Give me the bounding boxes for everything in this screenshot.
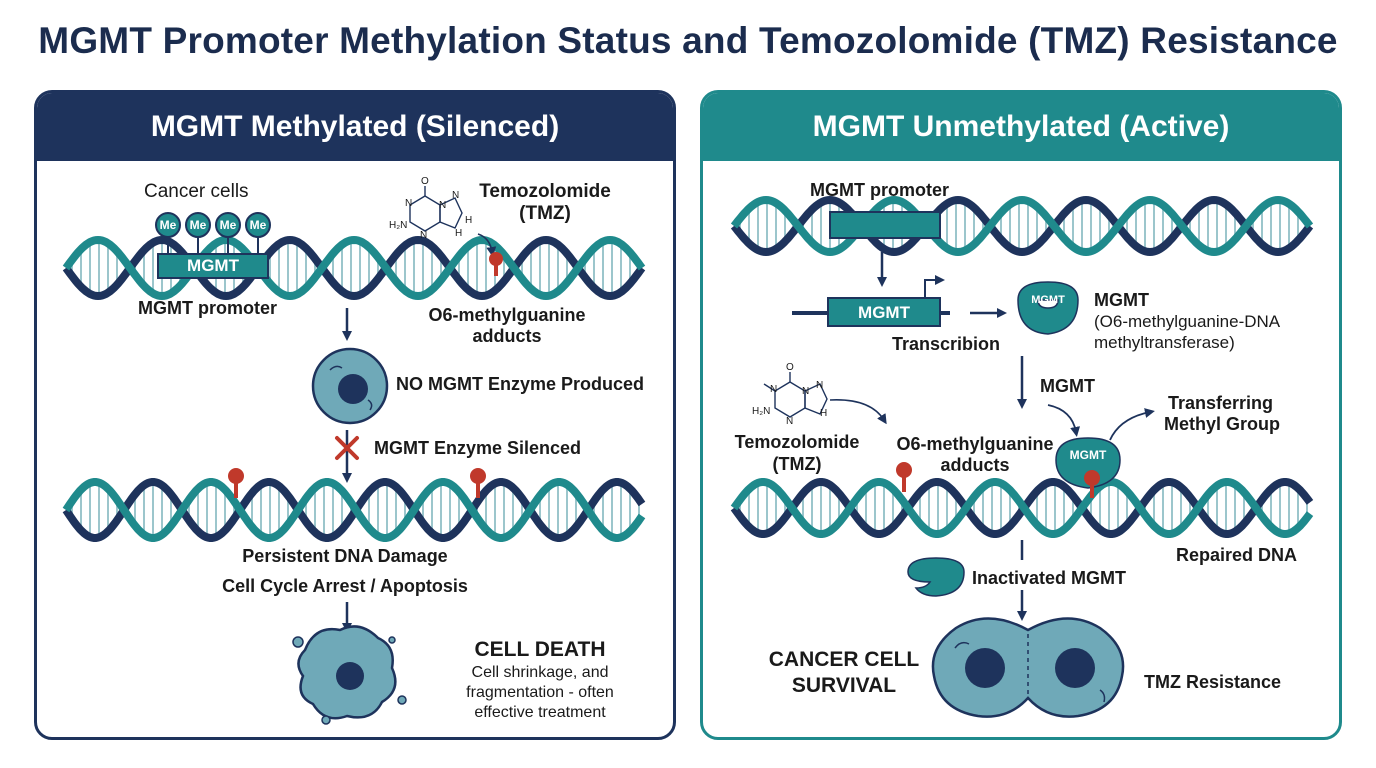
enzyme-desc-2: methyltransferase) <box>1094 333 1235 352</box>
right-gene-box-label: MGMT <box>858 303 910 322</box>
mol-atom: H <box>465 215 473 226</box>
methyl-tag-label: Me <box>189 218 207 232</box>
bound-enzyme-label: MGMT <box>1069 448 1107 462</box>
enzyme-icon-label: MGMT <box>1031 294 1065 306</box>
cancer-cells-label: Cancer cells <box>144 181 249 202</box>
mgmt-to-dna-arrow <box>1047 404 1081 437</box>
left-tmz-label: Temozolomide <box>479 181 611 202</box>
cell-death-desc-1: Cell shrinkage, and <box>471 664 609 681</box>
left-top-adduct <box>477 233 503 276</box>
left-adducts-label-2: adducts <box>472 326 542 346</box>
right-gene-box <box>827 297 941 327</box>
right-tmz-label: Temozolomide <box>734 432 860 452</box>
right-tmz-molecule-icon <box>763 372 828 418</box>
left-tmz-molecule-icon <box>409 186 463 232</box>
methyl-tag-label: Me <box>249 218 267 232</box>
cell-death-desc-3: effective treatment <box>474 704 606 721</box>
methyl-tag <box>215 212 241 238</box>
transfer-arrow <box>1109 408 1155 441</box>
mol-atom: N <box>770 384 778 395</box>
mol-atom: N <box>802 386 810 397</box>
mol-atom: N <box>816 380 824 391</box>
silenced-x-icon <box>335 436 359 460</box>
transfer-label-2: Methyl Group <box>1164 414 1280 434</box>
methyl-tags <box>155 212 271 255</box>
right-adducts-label-2: adducts <box>940 455 1010 475</box>
mol-atom: N <box>452 190 460 201</box>
mol-atom: H₂N <box>752 406 771 417</box>
inactivated-mgmt-icon <box>907 557 965 597</box>
mol-atom: H <box>455 228 463 239</box>
resistance-label: TMZ Resistance <box>1144 672 1282 692</box>
mgmt-enzyme-icon <box>1017 281 1079 335</box>
mol-atom: O <box>786 362 794 373</box>
mol-atom: H₂N <box>389 220 408 231</box>
tss-arrow-icon <box>924 275 945 298</box>
methyl-tag-label: Me <box>159 218 177 232</box>
survival-label-2: SURVIVAL <box>791 674 897 697</box>
left-promoter-label: MGMT promoter <box>138 298 277 318</box>
left-promoter-box <box>157 253 269 279</box>
right-promoter-label: MGMT promoter <box>810 180 949 200</box>
right-promoter-box <box>829 211 941 239</box>
right-top-dna-helix <box>730 195 1314 257</box>
enzyme-title: MGMT <box>1094 290 1149 310</box>
damage-label: Persistent DNA Damage <box>242 546 448 566</box>
left-promoter-box-label: MGMT <box>187 256 239 275</box>
no-enzyme-label: NO MGMT Enzyme Produced <box>396 374 645 394</box>
right-tmz-abbrev: (TMZ) <box>772 454 822 474</box>
right-adducts-label: O6-methylguanine <box>896 434 1054 454</box>
unmethylated-header: MGMT Unmethylated (Active) <box>703 93 1339 161</box>
cell-death-desc-2: fragmentation - often <box>466 684 614 701</box>
bound-mgmt-enzyme <box>1055 437 1121 498</box>
mgmt-arrow-label: MGMT <box>1040 376 1095 396</box>
mol-atom: N <box>439 200 447 211</box>
inactivated-label: Inactivated MGMT <box>972 568 1127 588</box>
survival-label-1: CANCER CELL <box>768 648 920 671</box>
methyl-tag-label: Me <box>219 218 237 232</box>
left-bottom-adducts <box>228 468 486 498</box>
left-adducts-label: O6-methylguanine <box>428 305 586 325</box>
left-bottom-dna-helix <box>62 478 646 542</box>
arrest-label: Cell Cycle Arrest / Apoptosis <box>222 576 468 596</box>
methylated-header: MGMT Methylated (Silenced) <box>37 93 673 161</box>
mol-atom: H <box>820 408 828 419</box>
mol-atom: N <box>786 416 794 427</box>
left-cancer-cell <box>311 347 389 425</box>
methyl-tag <box>245 212 271 238</box>
transfer-label-1: Transferring <box>1168 393 1274 413</box>
silenced-label: MGMT Enzyme Silenced <box>374 438 582 458</box>
mol-atom: N <box>405 198 413 209</box>
left-top-dna-helix <box>62 235 646 301</box>
mol-atom: N <box>420 230 428 241</box>
left-tmz-abbrev: (TMZ) <box>519 203 571 224</box>
page-title: MGMT Promoter Methylation Status and Tem… <box>38 20 1338 61</box>
cell-death-title: CELL DEATH <box>474 638 606 661</box>
enzyme-desc-1: (O6-methylguanine-DNA <box>1094 312 1281 331</box>
right-bottom-adduct <box>896 462 912 492</box>
mol-atom: O <box>421 176 429 187</box>
tmz-arrow <box>829 399 887 425</box>
repaired-label: Repaired DNA <box>1176 545 1298 565</box>
dividing-cancer-cell <box>931 617 1125 718</box>
right-bottom-dna-helix <box>730 478 1314 538</box>
methyl-tag <box>185 212 211 238</box>
dying-cell <box>292 625 407 725</box>
transcription-label: Transcribion <box>892 334 1001 354</box>
methyl-tag <box>155 212 181 238</box>
